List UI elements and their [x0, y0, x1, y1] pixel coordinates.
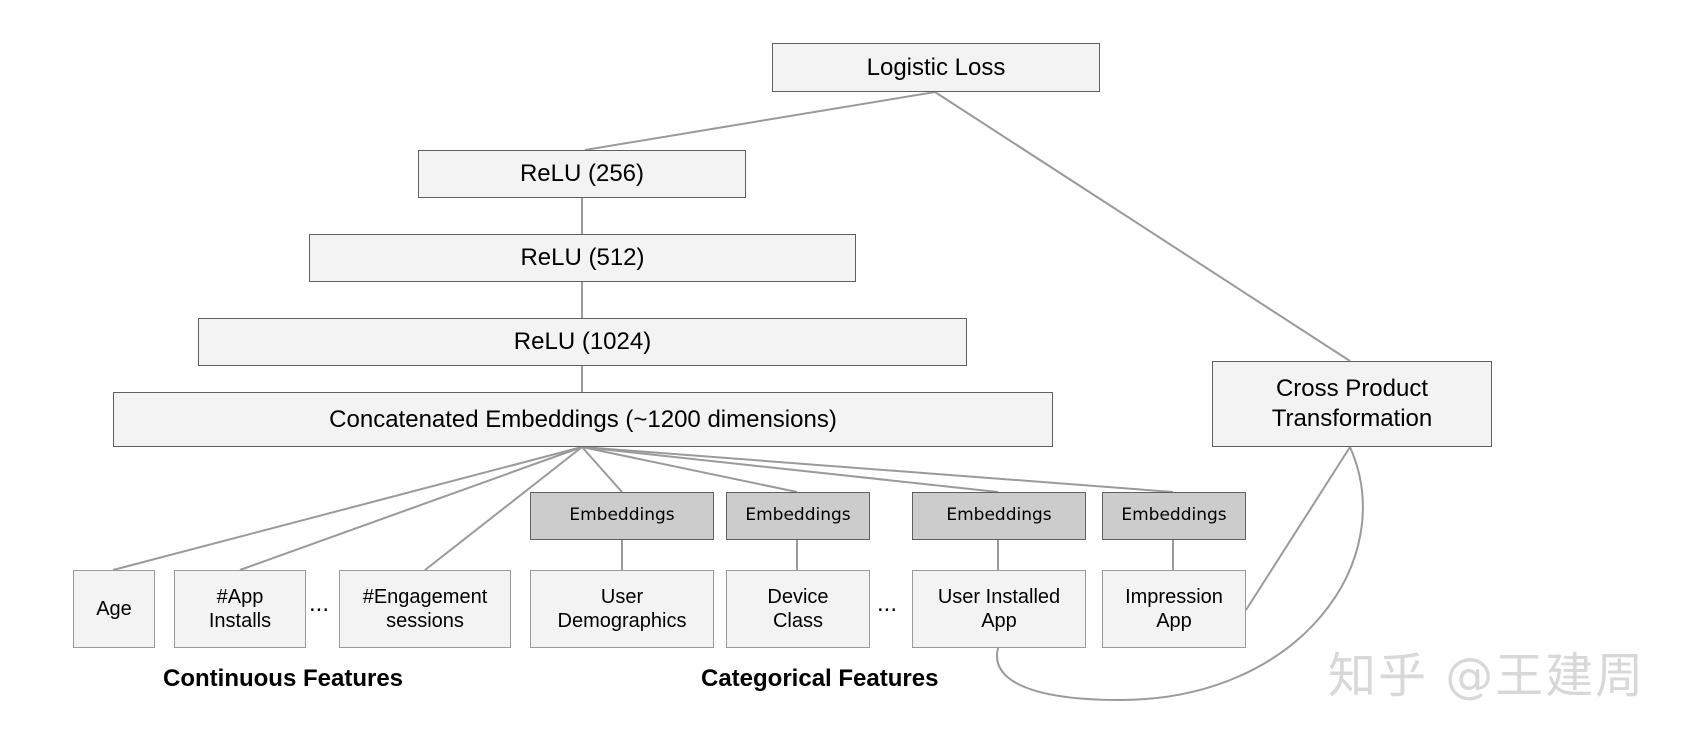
edge-loss-relu256 — [584, 91, 936, 151]
edge-cross-user-installed — [996, 446, 1364, 702]
feature-user-demographics: User Demographics — [530, 570, 714, 648]
embeddings-box-demographics: Embeddings — [530, 492, 714, 540]
logistic-loss-node: Logistic Loss — [772, 43, 1100, 92]
embeddings-box-device: Embeddings — [726, 492, 870, 540]
edge-concat-emb2 — [581, 446, 798, 493]
edge-concat-emb3 — [581, 446, 999, 493]
embeddings-box-impression: Embeddings — [1102, 492, 1246, 540]
continuous-features-label: Continuous Features — [163, 665, 404, 692]
feature-app-installs: #App Installs — [174, 570, 306, 648]
categorical-ellipsis: ... — [877, 590, 898, 617]
edge-loss-cross — [934, 91, 1351, 362]
feature-age: Age — [73, 570, 155, 648]
edge-cross-impression — [1245, 446, 1351, 611]
feature-device-class: Device Class — [726, 570, 870, 648]
relu-1024-node: ReLU (1024) — [198, 318, 967, 366]
edge-concat-app-installs — [239, 446, 583, 571]
feature-user-installed-app: User Installed App — [912, 570, 1086, 648]
feature-engagement-sessions: #Engagement sessions — [339, 570, 511, 648]
concatenated-embeddings-node: Concatenated Embeddings (~1200 dimension… — [113, 392, 1053, 447]
relu-256-node: ReLU (256) — [418, 150, 746, 198]
feature-impression-app: Impression App — [1102, 570, 1246, 648]
edge-concat-engagement — [424, 446, 583, 571]
categorical-features-label: Categorical Features — [701, 665, 939, 692]
continuous-ellipsis: ... — [309, 590, 330, 617]
edge-concat-emb1 — [581, 446, 623, 493]
edge-concat-age — [112, 446, 583, 571]
watermark-text: 知乎 @王建周 — [1328, 648, 1646, 704]
cross-product-node: Cross Product Transformation — [1212, 361, 1492, 447]
embeddings-box-user-installed: Embeddings — [912, 492, 1086, 540]
edge-concat-emb4 — [581, 446, 1174, 493]
relu-512-node: ReLU (512) — [309, 234, 856, 282]
